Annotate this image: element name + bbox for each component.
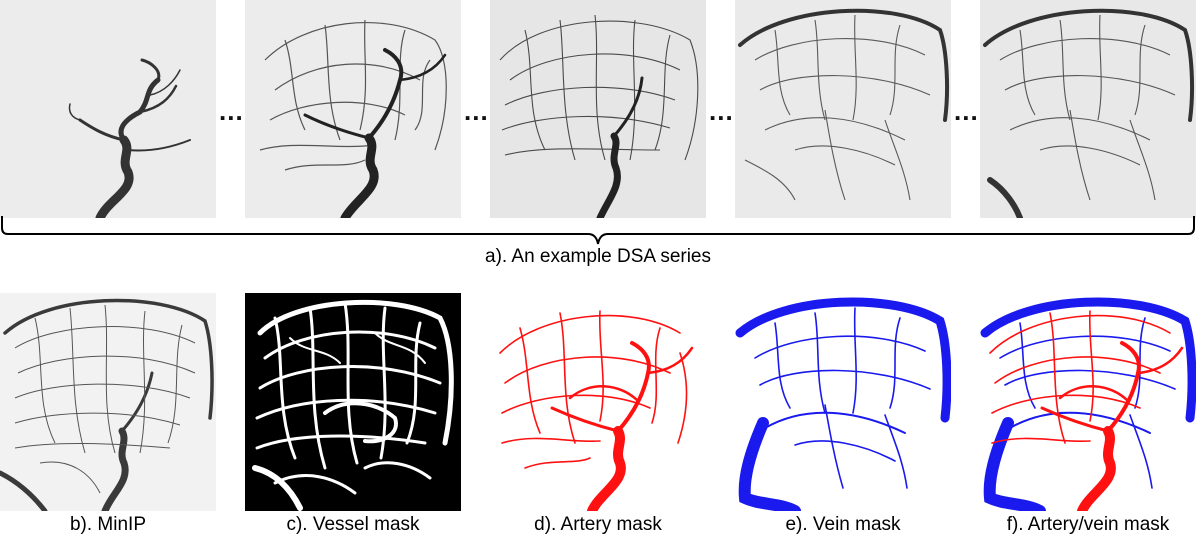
ellipsis-2: ... <box>464 96 489 126</box>
minip-image <box>0 293 216 511</box>
minip-panel <box>0 293 216 511</box>
series-brace <box>1 216 1195 245</box>
vessel-mask-panel <box>245 293 461 511</box>
vein-mask-caption: e). Vein mask <box>785 514 901 535</box>
dsa-frame-2 <box>245 0 461 218</box>
dsa-frame-5 <box>980 0 1196 218</box>
artery-vein-mask-panel <box>980 293 1196 511</box>
dsa-frame-5-image <box>980 0 1196 218</box>
vein-mask-panel <box>735 293 951 511</box>
dsa-frame-1-image <box>0 0 216 218</box>
dsa-frame-4 <box>735 0 951 218</box>
minip-caption: b). MinIP <box>69 514 147 535</box>
dsa-frame-4-image <box>735 0 951 218</box>
artery-mask-image <box>490 293 706 511</box>
vein-mask-image <box>735 293 951 511</box>
dsa-frame-3-image <box>490 0 706 218</box>
artery-vein-mask-caption: f). Artery/vein mask <box>1006 514 1170 535</box>
ellipsis-3: ... <box>709 96 734 126</box>
dsa-frame-1 <box>0 0 216 218</box>
dsa-frame-3 <box>490 0 706 218</box>
artery-mask-caption: d). Artery mask <box>534 514 662 535</box>
vessel-mask-image <box>245 293 461 511</box>
vessel-mask-caption: c). Vessel mask <box>286 514 420 535</box>
artery-vein-mask-image <box>980 293 1196 511</box>
ellipsis-4: ... <box>954 96 979 126</box>
dsa-frame-2-image <box>245 0 461 218</box>
ellipsis-1: ... <box>219 96 244 126</box>
series-caption: a). An example DSA series <box>485 246 711 267</box>
artery-mask-panel <box>490 293 706 511</box>
